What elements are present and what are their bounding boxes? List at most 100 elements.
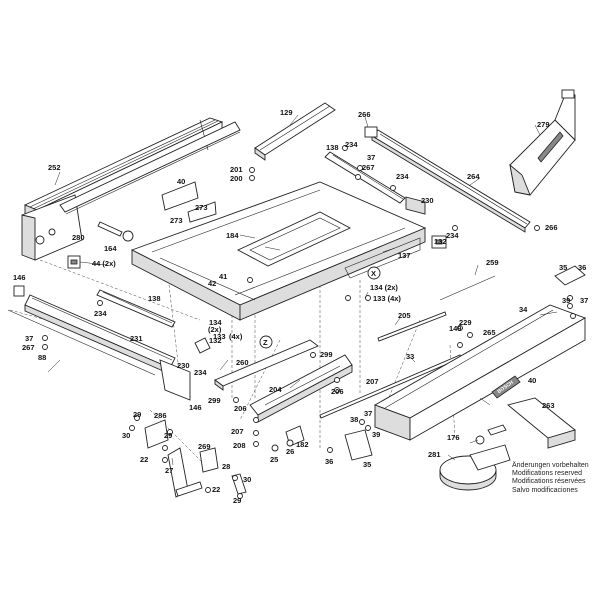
label-234: 234 [94, 309, 107, 318]
part-260-bracket [214, 339, 319, 391]
label-259: 259 [486, 258, 499, 267]
label-22: 22 [212, 485, 220, 494]
label-265: 265 [483, 328, 496, 337]
label-279: 279 [537, 120, 550, 129]
label-206: 206 [331, 387, 344, 396]
label-30: 30 [122, 431, 130, 440]
part-146-clip [13, 285, 25, 297]
label-134: 134 [209, 318, 222, 327]
label-206: 206 [234, 404, 247, 413]
label-36: 36 [325, 457, 333, 466]
note-line-es: Salvo modificaciones [512, 486, 578, 494]
note-line-en: Modifications reserved [512, 470, 583, 478]
label-229: 229 [459, 318, 472, 327]
part-281-miter-gauge [439, 424, 511, 491]
note-line-fr: Modifications réservées [512, 478, 586, 486]
part-269-block [199, 447, 219, 473]
part-279-blade-guard [509, 89, 576, 196]
label-234: 234 [396, 172, 409, 181]
modifications-note: Änderungen vorbehalten Modifications res… [512, 462, 589, 495]
label-182: 182 [296, 440, 309, 449]
part-259-rod [439, 275, 496, 301]
part-231-left-extension [24, 294, 191, 401]
part-138-lower-rail [96, 289, 176, 328]
label-28: 28 [222, 462, 230, 471]
label-37: 37 [367, 153, 375, 162]
part-164-knob [97, 221, 134, 242]
label-234: 234 [446, 231, 459, 240]
label-286: 286 [154, 411, 167, 420]
label-200: 200 [230, 174, 243, 183]
label-280: 280 [72, 233, 85, 242]
label-134-2x: 134 (2x) [370, 283, 398, 292]
part-205-rod [377, 311, 447, 342]
label-138: 138 [148, 294, 161, 303]
label-269: 269 [198, 442, 211, 451]
label-266: 266 [358, 110, 371, 119]
label-273: 273 [170, 216, 183, 225]
label-27: 27 [165, 466, 173, 475]
label-260: 260 [236, 358, 249, 367]
label-264: 264 [467, 172, 480, 181]
part-138-top-rail [324, 151, 406, 204]
part-204-rail [249, 354, 353, 423]
main-table [130, 181, 427, 321]
label-35: 35 [363, 460, 371, 469]
label-146: 146 [13, 273, 26, 282]
label-184: 184 [226, 231, 239, 240]
part-34-base-beam [373, 304, 587, 441]
label-29: 29 [164, 431, 172, 440]
label-133: 133 [213, 332, 226, 341]
label-37: 37 [364, 409, 372, 418]
part-132-clamp-right [431, 235, 447, 249]
label-299: 299 [208, 396, 221, 405]
part-260-z-cover [194, 337, 211, 354]
part-273-brackets [161, 181, 217, 223]
part-35-bracket [554, 265, 586, 286]
label-26: 26 [286, 447, 294, 456]
label-38: 38 [350, 415, 358, 424]
fasteners [42, 145, 576, 499]
label-164: 164 [104, 244, 117, 253]
label-234: 234 [194, 368, 207, 377]
label-208: 208 [233, 441, 246, 450]
label-299: 299 [320, 350, 333, 359]
label-149: 149 [449, 324, 462, 333]
marker-x-label: X [371, 269, 376, 278]
part-230-plate [405, 196, 426, 215]
label-34: 34 [519, 305, 528, 314]
marker-x: X [367, 266, 381, 280]
part-35-plate [344, 429, 373, 461]
label-231: 231 [130, 334, 143, 343]
label-230: 230 [421, 196, 434, 205]
label-133-4x: 133 (4x) [373, 294, 401, 303]
label-22: 22 [140, 455, 148, 464]
part-263-bracket [507, 397, 576, 449]
part-number-labels: 252 129 266 279 138 234 37 267 201 200 4… [13, 108, 588, 505]
label-205: 205 [398, 311, 411, 320]
label-39: 39 [372, 430, 380, 439]
label-88: 88 [38, 353, 46, 362]
label-33: 33 [406, 352, 414, 361]
label-230: 230 [177, 361, 190, 370]
label-29: 29 [233, 496, 241, 505]
label-138: 138 [326, 143, 339, 152]
label-137: 137 [398, 251, 411, 260]
label-42: 42 [208, 279, 216, 288]
label-44-2x: 44 (2x) [92, 259, 116, 268]
label-129: 129 [280, 108, 293, 117]
label-176: 176 [447, 433, 460, 442]
label-267: 267 [362, 163, 375, 172]
note-line-de: Änderungen vorbehalten [512, 462, 589, 469]
part-88-rule [7, 309, 156, 376]
label-267: 267 [22, 343, 35, 352]
label-146: 146 [189, 403, 202, 412]
label-40: 40 [177, 177, 185, 186]
label-40: 40 [528, 376, 536, 385]
marker-z-label: Z [263, 338, 268, 347]
label-35: 35 [559, 263, 567, 272]
part-280-rear-housing [21, 121, 241, 261]
label-207: 207 [231, 427, 244, 436]
label-132: 132 [434, 237, 447, 246]
